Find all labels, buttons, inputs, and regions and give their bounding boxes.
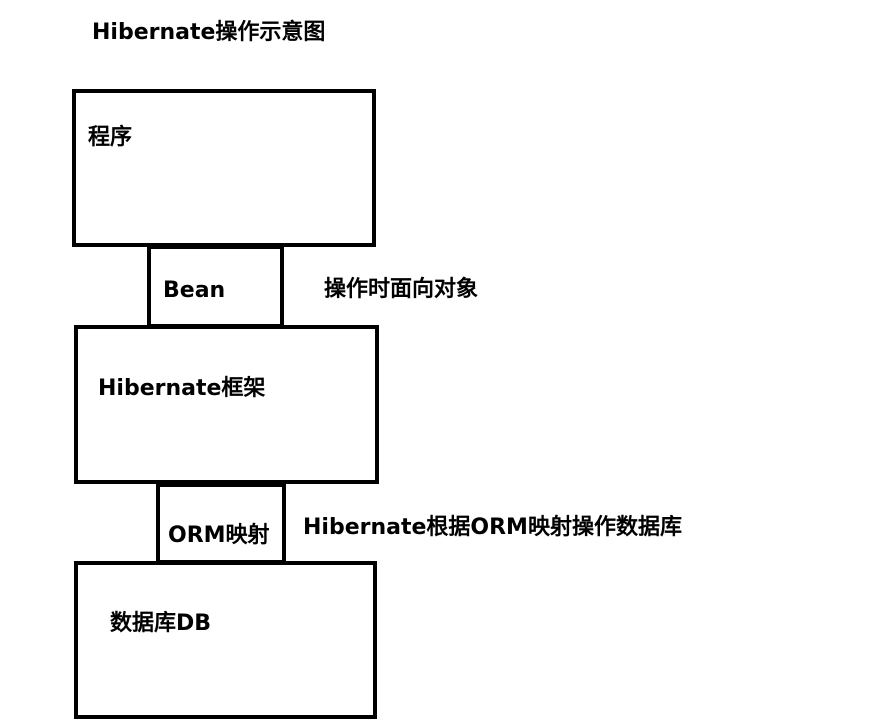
database-box: 数据库DB bbox=[74, 561, 377, 719]
orm-mapping-label: ORM映射 bbox=[168, 523, 270, 548]
bean-label: Bean bbox=[163, 278, 226, 303]
diagram-title: Hibernate操作示意图 bbox=[92, 20, 326, 45]
bean-box: Bean bbox=[147, 245, 284, 328]
bean-note: 操作时面向对象 bbox=[324, 277, 479, 302]
hibernate-framework-label: Hibernate框架 bbox=[98, 376, 266, 401]
database-label: 数据库DB bbox=[110, 611, 212, 636]
orm-mapping-box: ORM映射 bbox=[156, 483, 286, 564]
program-label: 程序 bbox=[88, 125, 133, 150]
hibernate-framework-box: Hibernate框架 bbox=[74, 325, 379, 484]
orm-note: Hibernate根据ORM映射操作数据库 bbox=[303, 515, 682, 540]
program-box: 程序 bbox=[72, 89, 376, 247]
